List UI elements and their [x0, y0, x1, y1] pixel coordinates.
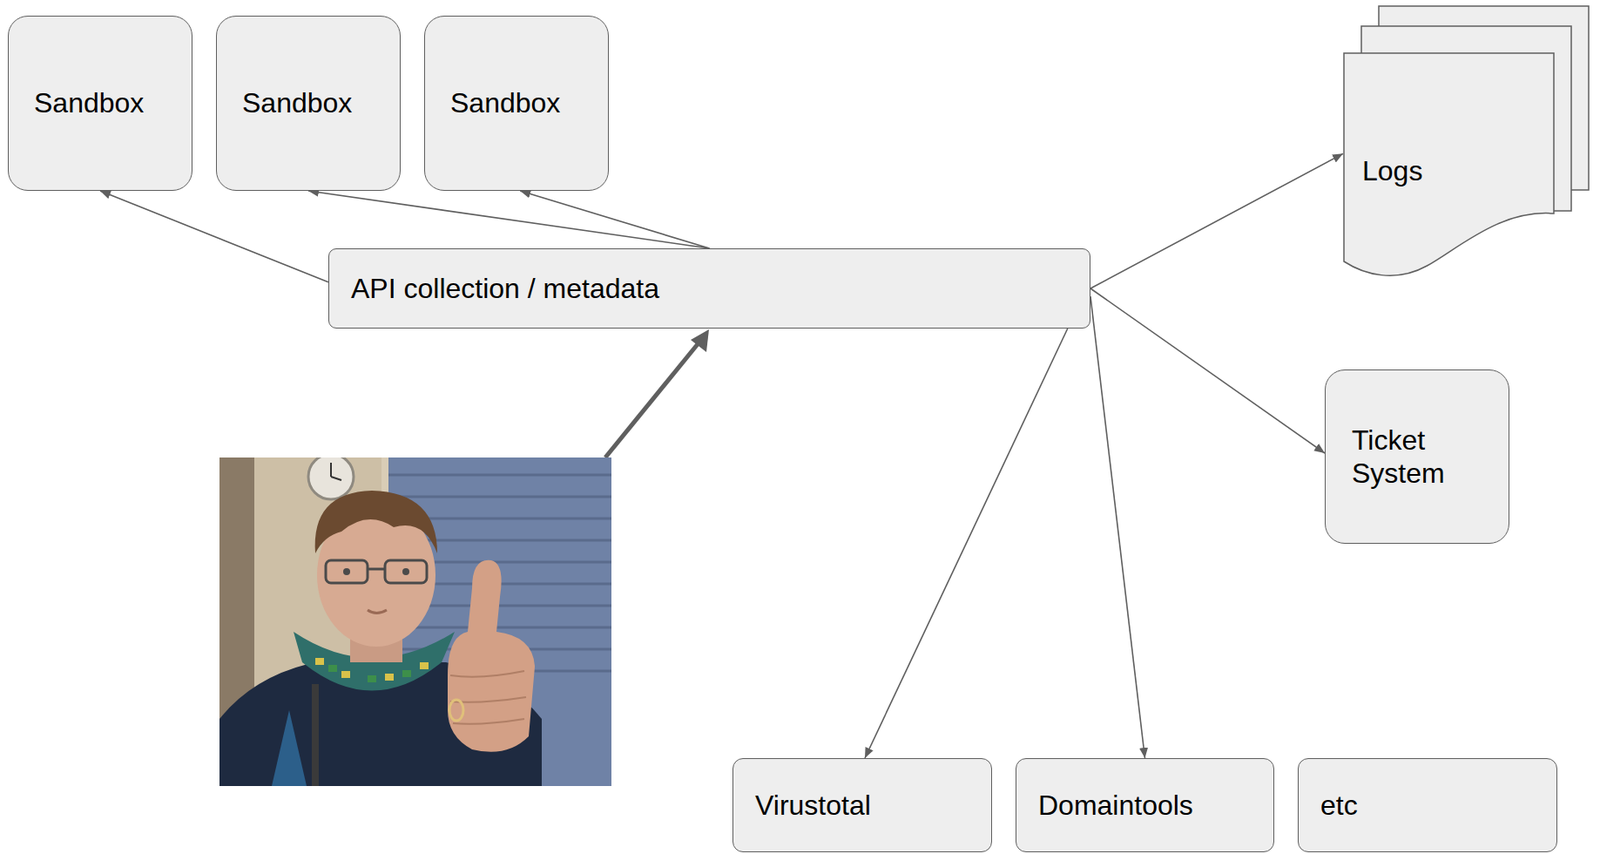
document-node: Logs — [1343, 5, 1590, 297]
connector-arrow — [864, 328, 1068, 758]
node-label: Sandbox — [450, 86, 561, 120]
connector-arrow — [1090, 288, 1325, 453]
arrow-head — [690, 329, 709, 352]
process-box: API collection / metadata — [328, 248, 1091, 329]
process-box: Sandbox — [7, 15, 193, 191]
node-label: Sandbox — [33, 86, 144, 120]
connector-arrow — [1090, 153, 1344, 289]
person-photo — [219, 457, 612, 786]
node-label: Sandbox — [242, 86, 352, 120]
process-box: Sandbox — [216, 15, 401, 191]
node-label: Ticket System — [1351, 423, 1474, 491]
node-label: Virustotal — [755, 788, 871, 822]
process-box: Sandbox — [424, 15, 609, 191]
connector-arrow — [308, 190, 710, 249]
process-box: Virustotal — [732, 757, 993, 852]
arrow-shaft — [605, 339, 702, 458]
document-stack-shape — [1343, 5, 1590, 297]
node-label: Domaintools — [1038, 788, 1194, 822]
node-label: etc — [1320, 788, 1358, 822]
page-outline — [1343, 53, 1554, 276]
node-label: API collection / metadata — [351, 271, 660, 305]
process-box: Ticket System — [1324, 369, 1510, 544]
node-label: Logs — [1362, 154, 1423, 188]
connector-arrow — [519, 190, 709, 249]
process-box: etc — [1297, 757, 1558, 852]
process-box: Domaintools — [1015, 757, 1275, 852]
connector-arrow — [1090, 296, 1146, 758]
connector-arrow — [100, 190, 329, 283]
